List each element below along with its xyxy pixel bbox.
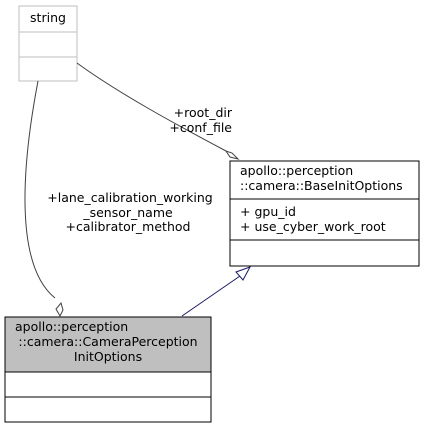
edge-string-to-derived-line — [24, 80, 56, 299]
class-base-attribute-gpu-id: + gpu_id — [240, 204, 296, 219]
class-base-attribute-use-cyber-work-root: + use_cyber_work_root — [240, 219, 386, 234]
class-base-name-line-2: ::camera::BaseInitOptions — [240, 178, 403, 193]
edge-string-to-base-label-2: +conf_file — [169, 120, 232, 135]
class-base-box — [229, 160, 420, 267]
edge-string-to-derived-label-1: +lane_calibration_working — [47, 190, 212, 205]
class-string-box — [18, 5, 78, 82]
class-base-name-line-1: apollo::perception — [240, 163, 353, 178]
edge-derived-to-base-arrowhead — [235, 266, 252, 281]
edge-string-to-base-line — [76, 62, 227, 152]
class-derived-name-line-2: ::camera::CameraPerception — [18, 334, 197, 349]
class-string[interactable]: string — [18, 5, 78, 82]
class-derived-header — [4, 316, 212, 373]
edge-string-to-base-diamond — [224, 150, 240, 160]
edge-derived-to-base — [181, 266, 252, 317]
edge-string-to-derived-label-2: _sensor_name — [82, 205, 173, 220]
class-derived-name-line-3: InitOptions — [74, 349, 142, 364]
edge-string-to-base-label-1: +root_dir — [174, 105, 233, 120]
edge-derived-to-base-line — [181, 275, 241, 317]
class-camera-perception-init-options[interactable]: apollo::perception ::camera::CameraPerce… — [4, 316, 212, 423]
class-derived-name-line-1: apollo::perception — [15, 319, 128, 334]
edge-string-to-base: +root_dir +conf_file — [76, 62, 240, 160]
class-base-init-options[interactable]: apollo::perception ::camera::BaseInitOpt… — [229, 160, 420, 267]
edge-string-to-derived-label-3: +calibrator_method — [66, 219, 191, 234]
edge-string-to-derived-diamond — [55, 301, 64, 318]
edge-string-to-derived: +lane_calibration_working _sensor_name +… — [24, 80, 213, 318]
class-string-name: string — [30, 10, 66, 25]
